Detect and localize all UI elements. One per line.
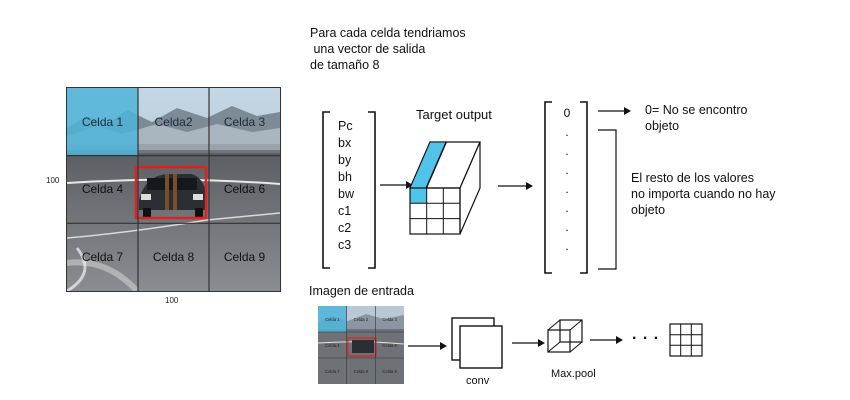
output-value: . [565, 144, 569, 158]
output-value: . [565, 125, 569, 139]
small-road-scene [318, 306, 404, 384]
grid-cell-2: Celda2 [154, 114, 193, 129]
output-value: . [565, 220, 569, 234]
zero-note: 0= No se encontro objeto [645, 102, 748, 134]
output-value: . [565, 201, 569, 215]
output-value: . [565, 239, 569, 253]
output-value-pc: 0 [563, 106, 571, 120]
ellipsis: . . . [632, 326, 660, 343]
grid-cell-7: Celda 7 [81, 250, 124, 265]
small-cell-9: Celda 9 [382, 368, 397, 374]
zero-note-line-2: objeto [645, 119, 680, 133]
pipeline-title: Imagen de entrada [309, 284, 414, 298]
small-cell-2: Celda 2 [353, 316, 369, 322]
vector-components: Pc bx by bh bw c1 c2 c3 [338, 118, 354, 254]
vector-item-c3: c3 [338, 238, 352, 252]
axis-y-label: 100 [46, 176, 60, 185]
vector-item-bw: bw [338, 187, 354, 201]
conv-layer-front [459, 325, 503, 369]
small-input-image: Celda 1 Celda 2 Celda 3 Celda 4 Celda 6 … [318, 306, 404, 384]
rest-note: El resto de los valores no importa cuand… [631, 170, 776, 218]
grid-cell-6: Celda 6 [223, 182, 266, 197]
vector-item-c2: c2 [338, 221, 352, 235]
grid-cell-3: Celda 3 [223, 114, 266, 129]
axis-x-label: 100 [165, 296, 179, 305]
grid-cell-4: Celda 4 [81, 182, 124, 197]
grid-cell-9: Celda 9 [223, 250, 266, 265]
output-grid [669, 323, 703, 357]
arrow-to-output [498, 182, 533, 190]
vector-item-pc: Pc [338, 119, 353, 133]
small-cell-7: Celda 7 [325, 368, 340, 374]
vector-item-bh: bh [338, 170, 352, 184]
small-cell-1: Celda 1 [325, 316, 340, 322]
vector-item-bx: bx [338, 136, 352, 150]
conv-label: conv [466, 375, 490, 387]
small-cell-3: Celda 3 [382, 316, 397, 322]
car-illustration [139, 174, 207, 217]
intro-text: Para cada celda tendriamos una vector de… [310, 25, 466, 73]
target-output-cube [380, 141, 481, 235]
intro-line-2: una vector de salida [310, 42, 426, 56]
target-output-title: Target output [416, 107, 492, 122]
input-image: Celda 1 Celda2 Celda 3 Celda 4 Celda 6 C… [66, 87, 281, 292]
vector-item-c1: c1 [338, 204, 352, 218]
output-value: . [565, 182, 569, 196]
vector-item-by: by [338, 153, 352, 167]
zero-note-line-1: 0= No se encontro [645, 103, 748, 117]
road-scene-illustration [67, 88, 280, 291]
small-cell-8: Celda 8 [353, 368, 369, 374]
grid-cell-1: Celda 1 [81, 114, 124, 129]
pipeline-diagram [408, 317, 703, 369]
arrow-to-zero-note [598, 107, 631, 115]
rest-bracket [598, 129, 617, 270]
maxpool-label: Max.pool [551, 368, 596, 380]
intro-line-3: de tamaño 8 [310, 58, 380, 72]
intro-line-1: Para cada celda tendriamos [310, 26, 466, 40]
small-cell-4: Celda 4 [325, 342, 340, 348]
output-values: 0 . . . . . . . [557, 104, 577, 256]
output-value: . [565, 163, 569, 177]
rest-note-line-3: objeto [631, 203, 666, 217]
grid-cell-8: Celda 8 [152, 250, 195, 265]
vector-brackets [322, 111, 376, 269]
rest-note-line-2: no importa cuando no hay [631, 187, 776, 201]
small-cell-6: Celda 6 [382, 342, 397, 348]
rest-note-line-1: El resto de los valores [631, 171, 754, 185]
maxpool-cube [547, 319, 583, 353]
output-brackets [544, 101, 588, 274]
